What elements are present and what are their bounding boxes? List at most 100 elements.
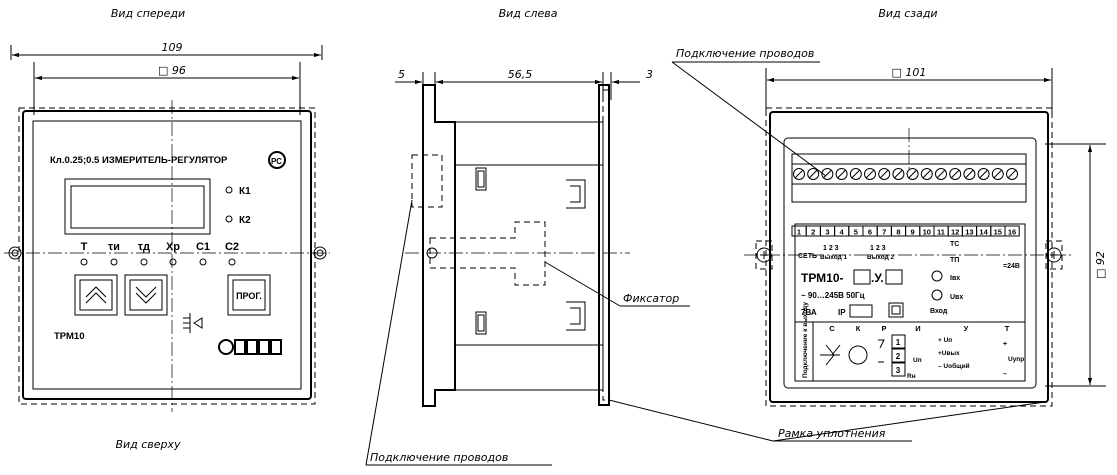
led-label-c2: C2 xyxy=(225,241,239,253)
terminal-number: 14 xyxy=(979,228,988,237)
terminal-block xyxy=(791,153,1027,203)
owen-logo-icon xyxy=(218,339,282,355)
svg-text:2: 2 xyxy=(896,352,901,361)
front-model: ТРМ10 xyxy=(54,331,85,342)
led-label-c1: C1 xyxy=(196,241,210,253)
terminal-number: 16 xyxy=(1008,228,1016,237)
terminal-screw xyxy=(963,168,976,180)
dim-56-5: 56,5 xyxy=(508,68,533,81)
dim-92: □ 92 xyxy=(1094,251,1107,279)
led-label-ti: τи xyxy=(108,241,120,253)
svg-text:+: + xyxy=(1003,341,1007,348)
label-out1: Выход 1 xyxy=(820,254,848,261)
view-title-top: Вид сверху xyxy=(115,438,181,451)
side-case xyxy=(454,121,604,391)
view-title-left: Вид слева xyxy=(499,7,558,20)
svg-text:Р: Р xyxy=(881,324,886,333)
svg-text:Uупр: Uупр xyxy=(1008,356,1024,363)
terminal-number: 11 xyxy=(937,228,945,237)
front-header: Кл.0.25;0.5 ИЗМЕРИТЕЛЬ-РЕГУЛЯТОР xyxy=(50,155,228,166)
terminal-number: 6 xyxy=(868,228,872,237)
terminal-number: 1 xyxy=(797,228,801,237)
back-case xyxy=(769,111,1049,403)
svg-text:3: 3 xyxy=(896,366,901,375)
front-seal-frame xyxy=(18,107,316,405)
terminal-screw xyxy=(892,168,905,180)
callout-wires-bottom: Подключение проводов xyxy=(370,451,508,464)
terminal-screw xyxy=(977,168,990,180)
label-tc: ТС xyxy=(950,241,959,248)
left-view: 5 56,5 3 xyxy=(395,68,653,407)
svg-text:–: – xyxy=(1003,371,1007,378)
label-va: 7ВА xyxy=(801,308,817,317)
rear-seal-frame xyxy=(598,84,610,406)
back-label xyxy=(794,223,1026,382)
dim-3: 3 xyxy=(646,68,653,81)
k2-led xyxy=(225,215,233,223)
label-set: СЕТЬ xyxy=(798,253,817,260)
terminal-screw xyxy=(906,168,919,180)
terminal-screw xyxy=(835,168,848,180)
svg-text:Uп: Uп xyxy=(913,357,922,364)
label-out2: Выход 2 xyxy=(867,254,895,261)
terminal-screw xyxy=(849,168,862,180)
svg-text:+Uвых: +Uвых xyxy=(938,350,960,357)
callouts: Подключение проводов Фиксатор Рамка упло… xyxy=(365,47,1046,466)
svg-text:1: 1 xyxy=(896,338,901,347)
label-power: ~ 90…245В 50Гц xyxy=(801,291,865,300)
led-label-td: τд xyxy=(138,241,150,253)
terminal-screw xyxy=(1006,168,1018,180)
dim-5: 5 xyxy=(398,68,405,81)
terminal-screw xyxy=(991,168,1004,180)
clip-top xyxy=(475,167,487,191)
svg-text:+ Uп: + Uп xyxy=(938,337,952,344)
front-bezel xyxy=(22,110,312,400)
latch-top xyxy=(566,179,586,209)
label-input: Вход xyxy=(930,308,948,315)
k1-label: К1 xyxy=(239,186,251,197)
svg-text:К: К xyxy=(856,324,861,333)
label-tp: ТП xyxy=(950,257,959,264)
terminal-number: 10 xyxy=(923,228,931,237)
led-label-t: T xyxy=(81,241,88,253)
front-panel xyxy=(32,120,302,390)
clip-bottom xyxy=(475,311,487,335)
dim-101: □ 101 xyxy=(892,66,927,79)
callout-fixator: Фиксатор xyxy=(623,292,679,305)
cert-mark-icon xyxy=(268,151,286,169)
callout-wires-top: Подключение проводов xyxy=(676,47,814,60)
prog-button[interactable]: ПРОГ. xyxy=(227,274,271,316)
label-uax: Uвх xyxy=(950,294,963,301)
terminal-screw xyxy=(864,168,876,180)
terminal-number: 2 xyxy=(811,228,815,237)
triac-symbol-icon xyxy=(820,344,841,366)
k2-label: К2 xyxy=(239,215,251,226)
view-title-front: Вид спереди xyxy=(111,7,185,20)
terminal-number: 7 xyxy=(882,228,886,237)
k1-led xyxy=(225,186,233,194)
terminal-screw xyxy=(793,168,805,180)
terminal-number: 13 xyxy=(965,228,973,237)
terminal-number: 3 xyxy=(825,228,829,237)
terminal-screw xyxy=(935,168,947,180)
svg-text:С: С xyxy=(829,324,835,333)
down-button[interactable] xyxy=(124,274,168,316)
view-title-back: Вид сзади xyxy=(878,7,937,20)
dim-109: 109 xyxy=(162,41,183,54)
label-model: ТРМ10- xyxy=(801,271,844,285)
terminal-number: 9 xyxy=(911,228,915,237)
label-ip: IP xyxy=(838,308,846,317)
up-button[interactable] xyxy=(74,274,118,316)
svg-text:1 2 3: 1 2 3 xyxy=(823,245,839,252)
svg-text:.У.: .У. xyxy=(871,271,884,285)
terminal-number: 4 xyxy=(840,228,845,237)
transistor-symbol-icon xyxy=(848,345,868,365)
dim-96: □ 96 xyxy=(158,64,186,77)
interface-symbol-icon xyxy=(183,313,203,333)
terminal-number: 5 xyxy=(854,228,858,237)
label-iax: Iвх xyxy=(950,275,960,282)
side-bezel xyxy=(422,84,456,407)
